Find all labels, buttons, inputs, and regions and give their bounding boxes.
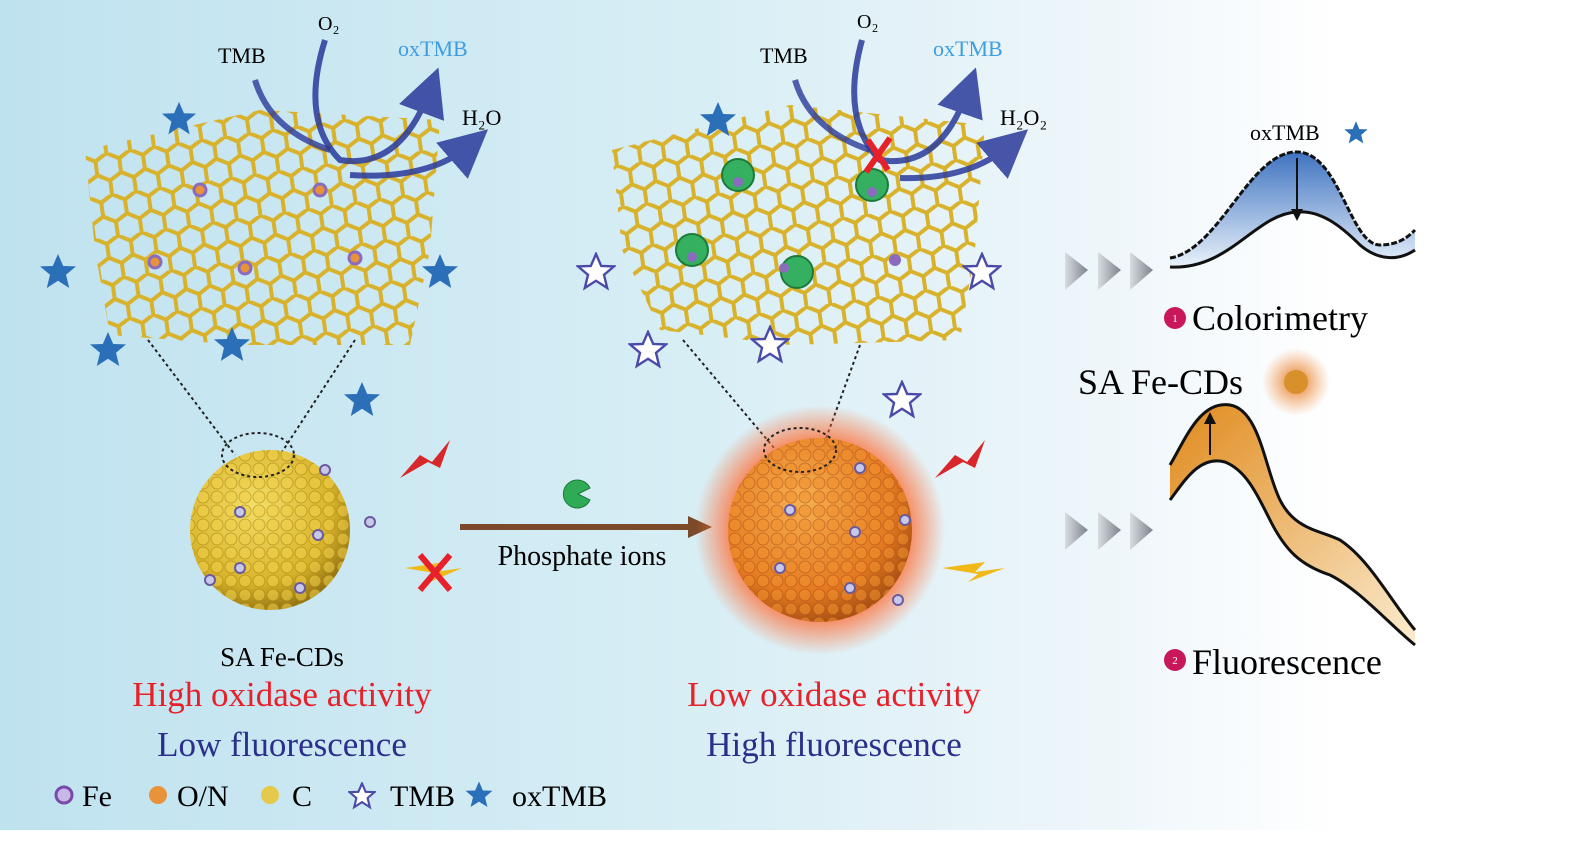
fluorescence-label: High fluorescence bbox=[706, 725, 962, 764]
legend-fe: Fe bbox=[82, 780, 112, 813]
tmb-label: TMB bbox=[218, 43, 266, 68]
oxtmb-label: oxTMB bbox=[398, 36, 468, 61]
h2o-label: H₂O bbox=[462, 105, 501, 130]
o2-label: O₂ bbox=[857, 11, 878, 33]
lightning-icon bbox=[935, 440, 985, 478]
blocked-cross-icon bbox=[863, 136, 893, 174]
phosphate-transition: Phosphate ions bbox=[460, 479, 712, 572]
legend-tmb: TMB bbox=[390, 780, 455, 813]
fe-icon bbox=[54, 785, 74, 805]
on-icon bbox=[149, 786, 167, 804]
h2o2-label: H₂O₂ bbox=[1000, 105, 1047, 130]
tmb-arrow bbox=[792, 79, 871, 153]
o2-label: O₂ bbox=[318, 13, 339, 35]
emission-lightning-icon bbox=[942, 562, 1005, 582]
legend: Fe O/N C TMB oxTMB bbox=[54, 780, 607, 813]
colorimetry-label: Colorimetry bbox=[1192, 298, 1368, 338]
o2-arrow bbox=[312, 39, 445, 165]
colorimetry-badge bbox=[1164, 307, 1186, 329]
right-panel: oxTMB 1 Colorimetry SA Fe-CDs 2 Fluoresc… bbox=[1065, 120, 1417, 682]
c-icon bbox=[261, 786, 279, 804]
particle-label: SA Fe-CDs bbox=[1078, 362, 1243, 402]
graphene-sheet bbox=[612, 105, 985, 345]
phosphate-label: Phosphate ions bbox=[498, 541, 667, 572]
fluorescence-label: Low fluorescence bbox=[157, 725, 407, 764]
tmb-arrow bbox=[252, 79, 331, 153]
h2o-arrow bbox=[349, 129, 489, 179]
tmb-label: TMB bbox=[760, 43, 808, 68]
cross-icon bbox=[417, 553, 453, 592]
chevron-arrows-icon bbox=[1065, 512, 1153, 550]
fluorescence-badge bbox=[1164, 649, 1186, 671]
oxtmb-label: oxTMB bbox=[933, 36, 1003, 61]
fluorescence-label: Fluorescence bbox=[1192, 642, 1382, 682]
h2o2-arrow bbox=[899, 129, 1029, 182]
zoom-circle bbox=[763, 427, 837, 473]
badge-number: 1 bbox=[1172, 313, 1178, 325]
legend-c: C bbox=[292, 780, 312, 813]
fluorescence-spectrum bbox=[1168, 403, 1417, 647]
particle-label: SA Fe-CDs bbox=[220, 642, 344, 672]
phosphate-ion-icon bbox=[562, 479, 591, 509]
zoom-lines bbox=[147, 339, 356, 456]
middle-panel: TMB O₂ oxTMB H₂O₂ Low oxidase activity H… bbox=[576, 11, 1047, 764]
phosphate-bound-sites bbox=[675, 158, 889, 289]
legend-on: O/N bbox=[177, 780, 229, 813]
zoom-circle bbox=[221, 432, 295, 478]
legend-oxtmb: oxTMB bbox=[512, 780, 607, 813]
left-panel: TMB O₂ oxTMB H₂O SA Fe-CDs High oxidase … bbox=[40, 13, 501, 764]
activity-label: High oxidase activity bbox=[132, 675, 432, 714]
graphene-sheet bbox=[85, 110, 440, 345]
fe-sites bbox=[147, 182, 363, 276]
particle-icon bbox=[1284, 370, 1308, 394]
activity-label: Low oxidase activity bbox=[687, 675, 981, 714]
badge-number: 2 bbox=[1172, 655, 1178, 667]
colorimetry-spectrum bbox=[1169, 150, 1417, 269]
lightning-icon bbox=[400, 440, 450, 478]
chevron-arrows-icon bbox=[1065, 252, 1153, 290]
oxtmb-label: oxTMB bbox=[1250, 120, 1320, 145]
